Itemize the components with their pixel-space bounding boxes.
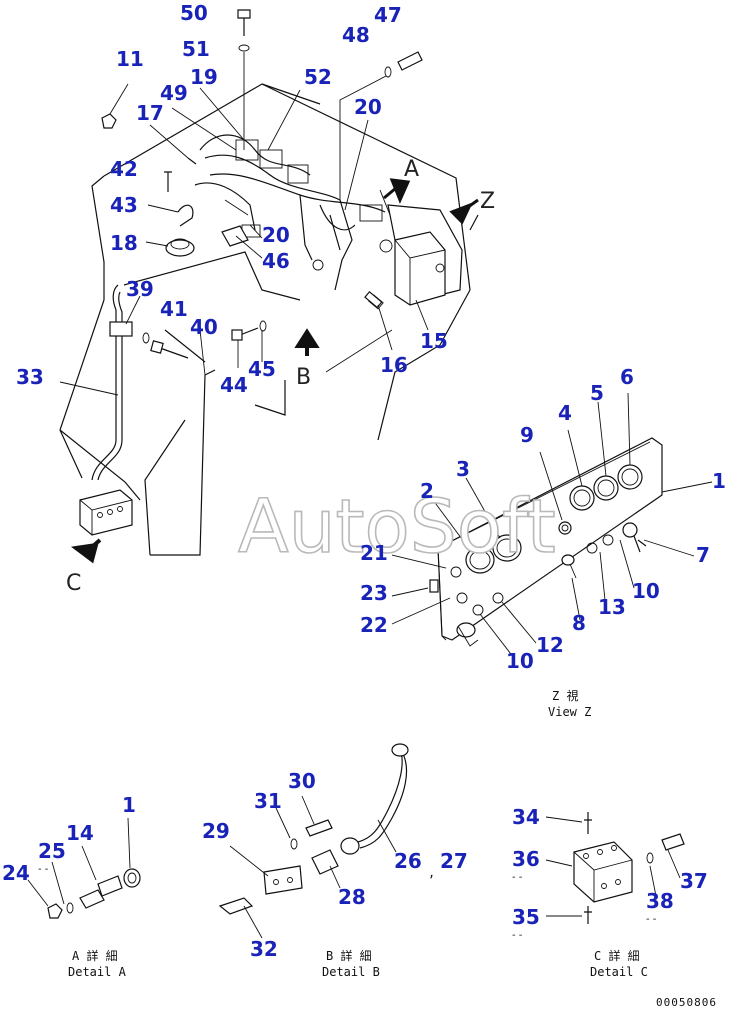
callout-37: 37 — [680, 869, 708, 893]
caption-detail-b-en: Detail B — [322, 965, 380, 979]
callout-52: 52 — [304, 65, 332, 89]
callout-20-top: 20 — [354, 95, 382, 119]
callout-14: 14 — [66, 821, 94, 845]
callout-46: 46 — [262, 249, 290, 273]
callout-10-right: 10 — [632, 579, 660, 603]
callout-39: 39 — [126, 277, 154, 301]
view-letter-a: A — [404, 157, 419, 182]
caption-view-z-en: View Z — [548, 705, 591, 719]
callout-8: 8 — [572, 611, 586, 635]
drawing-code: 00050806 — [656, 996, 717, 1009]
view-letter-b: B — [296, 365, 311, 390]
callout-13: 13 — [598, 595, 626, 619]
callout-21: 21 — [360, 541, 388, 565]
dash-mark-35: - - — [512, 930, 523, 941]
callout-15: 15 — [420, 329, 448, 353]
callouts: 50 51 47 48 11 52 19 49 17 20 42 43 18 2… — [2, 1, 726, 961]
callout-16: 16 — [380, 353, 408, 377]
callout-32: 32 — [250, 937, 278, 961]
caption-detail-a-jp: A 詳 細 — [72, 948, 118, 963]
callout-43: 43 — [110, 193, 138, 217]
callout-42: 42 — [110, 157, 138, 181]
dash-mark-25: - - — [38, 864, 49, 875]
caption-view-z-jp: Z 視 — [552, 688, 578, 703]
detail-b — [218, 743, 409, 939]
callout-25: 25 — [38, 839, 66, 863]
callout-5: 5 — [590, 381, 604, 405]
caption-detail-b-jp: B 詳 細 — [326, 948, 372, 963]
callout-24: 24 — [2, 861, 30, 885]
callout-29: 29 — [202, 819, 230, 843]
caption-detail-c-en: Detail C — [590, 965, 648, 979]
callout-20-mid: 20 — [262, 223, 290, 247]
main-assembly — [59, 9, 479, 564]
callout-35: 35 — [512, 905, 540, 929]
view-z-panel — [391, 392, 713, 659]
callout-23: 23 — [360, 581, 388, 605]
callout-6: 6 — [620, 365, 634, 389]
callout-30: 30 — [288, 769, 316, 793]
callout-22: 22 — [360, 613, 388, 637]
callout-9: 9 — [520, 423, 534, 447]
callout-31: 31 — [254, 789, 282, 813]
detail-a — [27, 817, 141, 919]
callout-48: 48 — [342, 23, 370, 47]
callout-40: 40 — [190, 315, 218, 339]
callout-44: 44 — [220, 373, 248, 397]
caption-detail-c-jp: C 詳 細 — [594, 948, 640, 963]
leader-lines — [59, 83, 429, 396]
callout-10-bottom: 10 — [506, 649, 534, 673]
dash-mark-38: - - — [646, 914, 657, 925]
callout-1-detail-a: 1 — [122, 793, 136, 817]
caption-detail-a-en: Detail A — [68, 965, 127, 979]
callout-27: 27 — [440, 849, 468, 873]
callout-33: 33 — [16, 365, 44, 389]
comma-separator: , — [428, 866, 435, 880]
callout-41: 41 — [160, 297, 188, 321]
callout-11: 11 — [116, 47, 144, 71]
callout-1-panel: 1 — [712, 469, 726, 493]
callout-18: 18 — [110, 231, 138, 255]
callout-50: 50 — [180, 1, 208, 25]
dash-mark-36: - - — [512, 872, 523, 883]
view-letter-c: C — [66, 571, 81, 596]
callout-51: 51 — [182, 37, 210, 61]
callout-12: 12 — [536, 633, 564, 657]
callout-36: 36 — [512, 847, 540, 871]
callout-45: 45 — [248, 357, 276, 381]
callout-17: 17 — [136, 101, 164, 125]
view-letter-z: Z — [480, 189, 495, 214]
callout-2: 2 — [420, 479, 434, 503]
callout-26: 26 — [394, 849, 422, 873]
callout-4: 4 — [558, 401, 572, 425]
callout-49: 49 — [160, 81, 188, 105]
watermark-text: AutoSoft — [238, 484, 556, 570]
callout-3: 3 — [456, 457, 470, 481]
callout-34: 34 — [512, 805, 540, 829]
callout-38: 38 — [646, 889, 674, 913]
callout-28: 28 — [338, 885, 366, 909]
detail-c — [545, 812, 685, 924]
callout-7: 7 — [696, 543, 710, 567]
callout-47: 47 — [374, 3, 402, 27]
callout-19: 19 — [190, 65, 218, 89]
